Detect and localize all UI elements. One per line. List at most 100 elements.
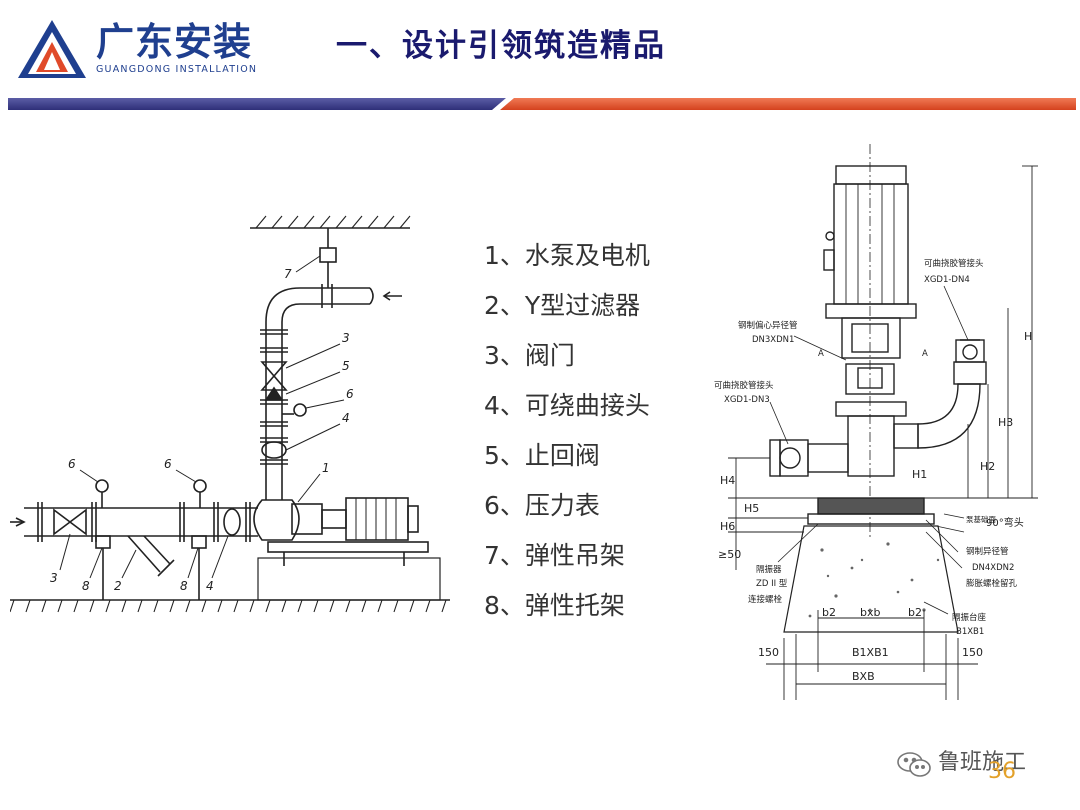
vertical-dimensions bbox=[908, 165, 1038, 499]
label-bolt: 连接螺栓 bbox=[748, 594, 783, 605]
callout-5: 5 bbox=[342, 359, 350, 373]
label-base-plate: 泵基础面 bbox=[966, 514, 996, 524]
concrete-foundation bbox=[783, 525, 959, 633]
title-divider-bar bbox=[8, 98, 1076, 110]
coupling-guard bbox=[321, 509, 347, 529]
label-elbow: 90°弯头 bbox=[986, 516, 1024, 529]
label-isolation-base: 隔振台座 bbox=[952, 612, 987, 623]
pump-piping-elevation-diagram: 7 3 5 6 4 1 6 6 3 8 2 8 4 bbox=[10, 215, 450, 613]
gate-valve-icon bbox=[260, 361, 288, 378]
dim-B1XB1: B1XB1 bbox=[852, 646, 889, 659]
callout-6: 6 bbox=[346, 387, 354, 401]
callout-3: 3 bbox=[342, 331, 350, 345]
suction-reducer bbox=[807, 443, 849, 473]
label-isolator: 隔振器 bbox=[756, 564, 782, 575]
spring-hanger bbox=[319, 247, 337, 263]
isolation-base-plate bbox=[817, 497, 925, 515]
vertical-motor bbox=[833, 183, 909, 305]
dim-50: ≥50 bbox=[718, 548, 741, 561]
dim-bxb: bxb bbox=[860, 606, 880, 619]
dim-150-right: 150 bbox=[962, 646, 983, 659]
label-reducer-top-code: DN3XDN1 bbox=[752, 335, 794, 345]
check-valve-icon bbox=[264, 386, 284, 401]
watermark-text: 鲁班施工 bbox=[938, 750, 1027, 775]
discharge-elbow-90 bbox=[917, 383, 981, 449]
coupling-housing bbox=[841, 317, 901, 359]
callout-1: 1 bbox=[322, 461, 330, 475]
legend-item: 7、弹性吊架 bbox=[484, 541, 625, 570]
floor-hatch bbox=[10, 599, 447, 613]
dim-H5: H5 bbox=[744, 502, 759, 515]
slide-title: 一、设计引领筑造精品 bbox=[336, 28, 666, 64]
left-dimensions bbox=[728, 457, 818, 570]
suction-flexible-joint-icon bbox=[223, 508, 241, 536]
callout-6-suction: 6 bbox=[68, 457, 76, 471]
logo-triangle-icon bbox=[18, 20, 86, 78]
label-flex-left: 可曲挠胶管接头 bbox=[714, 380, 774, 391]
isolation-frame bbox=[807, 513, 935, 525]
dim-BXB: BXB bbox=[852, 670, 875, 683]
logo-english-name: GUANGDONG INSTALLATION bbox=[96, 64, 258, 75]
pump-bearing-housing bbox=[845, 363, 895, 395]
callout-4-suction: 4 bbox=[206, 579, 214, 593]
callout-3-suction: 3 bbox=[50, 571, 58, 585]
suction-flexible-joint bbox=[779, 439, 809, 477]
callout-leaders bbox=[59, 255, 345, 579]
company-logo: 广东安装 GUANGDONG INSTALLATION bbox=[16, 18, 266, 80]
callout-8-right: 8 bbox=[180, 579, 188, 593]
dim-b2-right: b2 bbox=[908, 606, 922, 619]
pump-volute bbox=[253, 499, 300, 541]
slide-header: 广东安装 GUANGDONG INSTALLATION 一、设计引领筑造精品 bbox=[0, 0, 1080, 112]
legend-item: 5、止回阀 bbox=[484, 441, 600, 470]
motor-flange bbox=[825, 303, 917, 319]
legend-item: 2、Y型过滤器 bbox=[484, 291, 641, 320]
spring-support bbox=[95, 535, 111, 549]
pressure-gauge-icon bbox=[193, 479, 207, 493]
label-anchor-hole: 膨胀螺栓留孔 bbox=[966, 578, 1018, 589]
callout-4: 4 bbox=[342, 411, 350, 425]
legend-item: 3、阀门 bbox=[484, 341, 575, 370]
label-flex-top: 可曲挠胶管接头 bbox=[924, 258, 984, 269]
dim-H1: H1 bbox=[912, 468, 927, 481]
dim-H3: H3 bbox=[998, 416, 1013, 429]
ceiling-hatch bbox=[255, 215, 411, 229]
label-reducer-bottom: 钢制异径管 bbox=[966, 546, 1009, 557]
callout-2: 2 bbox=[114, 579, 122, 593]
dim-H6: H6 bbox=[720, 520, 735, 533]
callout-6-suction-2: 6 bbox=[164, 457, 172, 471]
wechat-watermark: 鲁班施工 bbox=[896, 746, 1066, 786]
pump-motor bbox=[345, 497, 409, 541]
discharge-elbow bbox=[265, 287, 301, 323]
label-flex-left-code: XGD1-DN3 bbox=[724, 395, 770, 405]
page-number: 36 bbox=[988, 759, 1016, 784]
label-isolation-base-code: B1XB1 bbox=[956, 627, 984, 637]
dim-H4: H4 bbox=[720, 474, 735, 487]
callout-8: 8 bbox=[82, 579, 90, 593]
dim-b2-left: b2 bbox=[822, 606, 836, 619]
wechat-icon bbox=[897, 752, 931, 777]
label-section-a-right: A bbox=[922, 349, 928, 359]
pump-body bbox=[847, 415, 895, 477]
pressure-gauge-icon bbox=[293, 403, 307, 417]
dim-H: H bbox=[1024, 330, 1032, 343]
dim-150-left: 150 bbox=[758, 646, 779, 659]
pump-base-frame bbox=[267, 541, 429, 553]
concrete-aggregate bbox=[808, 542, 940, 618]
spring-support bbox=[191, 535, 207, 549]
legend-item: 8、弹性托架 bbox=[484, 591, 625, 620]
discharge-flexible-joint bbox=[953, 361, 987, 385]
legend-item: 6、压力表 bbox=[484, 491, 600, 520]
annotation-leaders bbox=[769, 285, 969, 615]
motor-top-cap bbox=[835, 165, 907, 185]
concrete-foundation bbox=[257, 557, 441, 601]
suction-valve-icon bbox=[53, 508, 72, 536]
horizontal-dimensions bbox=[766, 610, 978, 700]
label-reducer-top: 钢制偏心异径管 bbox=[738, 320, 798, 331]
legend-item: 1、水泵及电机 bbox=[484, 241, 650, 270]
y-strainer-icon bbox=[127, 535, 161, 573]
label-flex-top-code: XGD1-DN4 bbox=[924, 275, 970, 285]
vertical-pump-isolation-diagram: 可曲挠胶管接头 XGD1-DN4 钢制偏心异径管 DN3XDN1 可曲挠胶管接头… bbox=[714, 144, 1038, 700]
pressure-gauge-icon bbox=[95, 479, 109, 493]
label-reducer-bottom-code: DN4XDN2 bbox=[972, 563, 1014, 573]
label-section-a-left: A bbox=[818, 349, 824, 359]
